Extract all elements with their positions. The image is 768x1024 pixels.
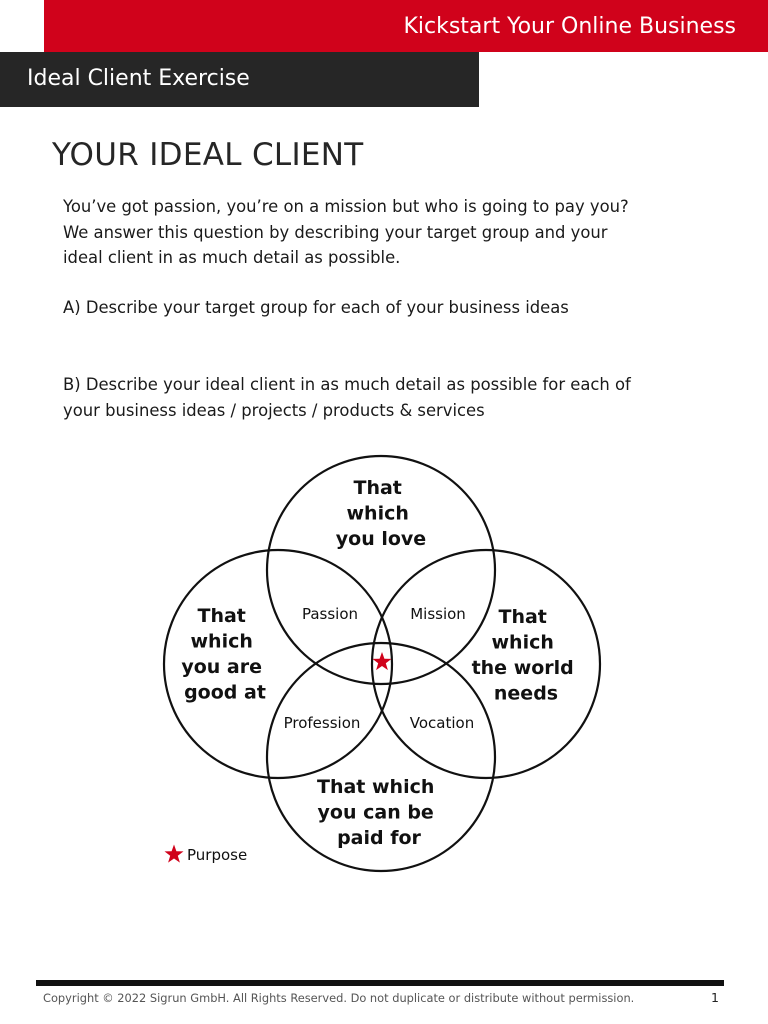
top-circle-line: you love [336, 528, 426, 550]
bottom-circle-line: paid for [337, 827, 421, 849]
overlap-profession-label: Profession [284, 714, 361, 732]
top-circle-label: That which you love [336, 477, 426, 550]
overlap-vocation-label: Vocation [410, 714, 474, 732]
legend-purpose-label: Purpose [187, 846, 247, 864]
footer-copyright: Copyright © 2022 Sigrun GmbH. All Rights… [43, 991, 635, 1005]
question-b: B) Describe your ideal client in as much… [63, 372, 723, 423]
right-circle-label: That which the world needs [472, 606, 581, 705]
right-circle-line: the world [472, 657, 574, 679]
intro-paragraph: You’ve got passion, you’re on a mission … [63, 194, 723, 271]
venn-circle-top [265, 454, 497, 686]
left-circle-line: you are [181, 656, 262, 678]
star-icon [164, 844, 184, 863]
right-circle-line: which [491, 632, 553, 654]
left-circle-line: good at [184, 682, 266, 704]
venn-diagram: That which you love That which you are g… [125, 440, 645, 880]
intro-line: You’ve got passion, you’re on a mission … [63, 197, 629, 216]
bottom-circle-label: That which you can be paid for [317, 776, 441, 849]
question-b-line: your business ideas / projects / product… [63, 400, 485, 420]
question-a-line: A) Describe your target group for each o… [63, 298, 569, 317]
header-bar: Kickstart Your Online Business [44, 0, 768, 52]
overlap-mission-label: Mission [410, 605, 466, 623]
bottom-circle-line: That which [317, 776, 434, 798]
star-icon [372, 652, 392, 671]
section-title: Ideal Client Exercise [27, 66, 250, 91]
left-circle-line: which [190, 631, 252, 653]
intro-line: ideal client in as much detail as possib… [63, 248, 401, 267]
venn-circle-bottom [265, 641, 497, 873]
venn-circle-right [370, 548, 602, 780]
question-a: A) Describe your target group for each o… [63, 295, 723, 321]
bottom-circle-line: you can be [318, 802, 434, 824]
question-b-line: B) Describe your ideal client in as much… [63, 375, 631, 394]
left-circle-label: That which you are good at [181, 605, 268, 704]
top-circle-line: which [346, 503, 408, 525]
page-number: 1 [711, 990, 719, 1005]
left-circle-line: That [197, 605, 245, 627]
page-title: YOUR IDEAL CLIENT [52, 137, 364, 173]
venn-svg: That which you love That which you are g… [162, 454, 602, 873]
right-circle-line: That [498, 606, 546, 628]
top-circle-line: That [353, 477, 401, 499]
section-bar: Ideal Client Exercise [0, 52, 479, 107]
overlap-passion-label: Passion [302, 605, 358, 623]
header-title: Kickstart Your Online Business [403, 14, 736, 39]
right-circle-line: needs [494, 683, 558, 705]
intro-line: We answer this question by describing yo… [63, 222, 608, 242]
footer-divider [36, 980, 724, 986]
venn-circle-left [162, 548, 394, 780]
